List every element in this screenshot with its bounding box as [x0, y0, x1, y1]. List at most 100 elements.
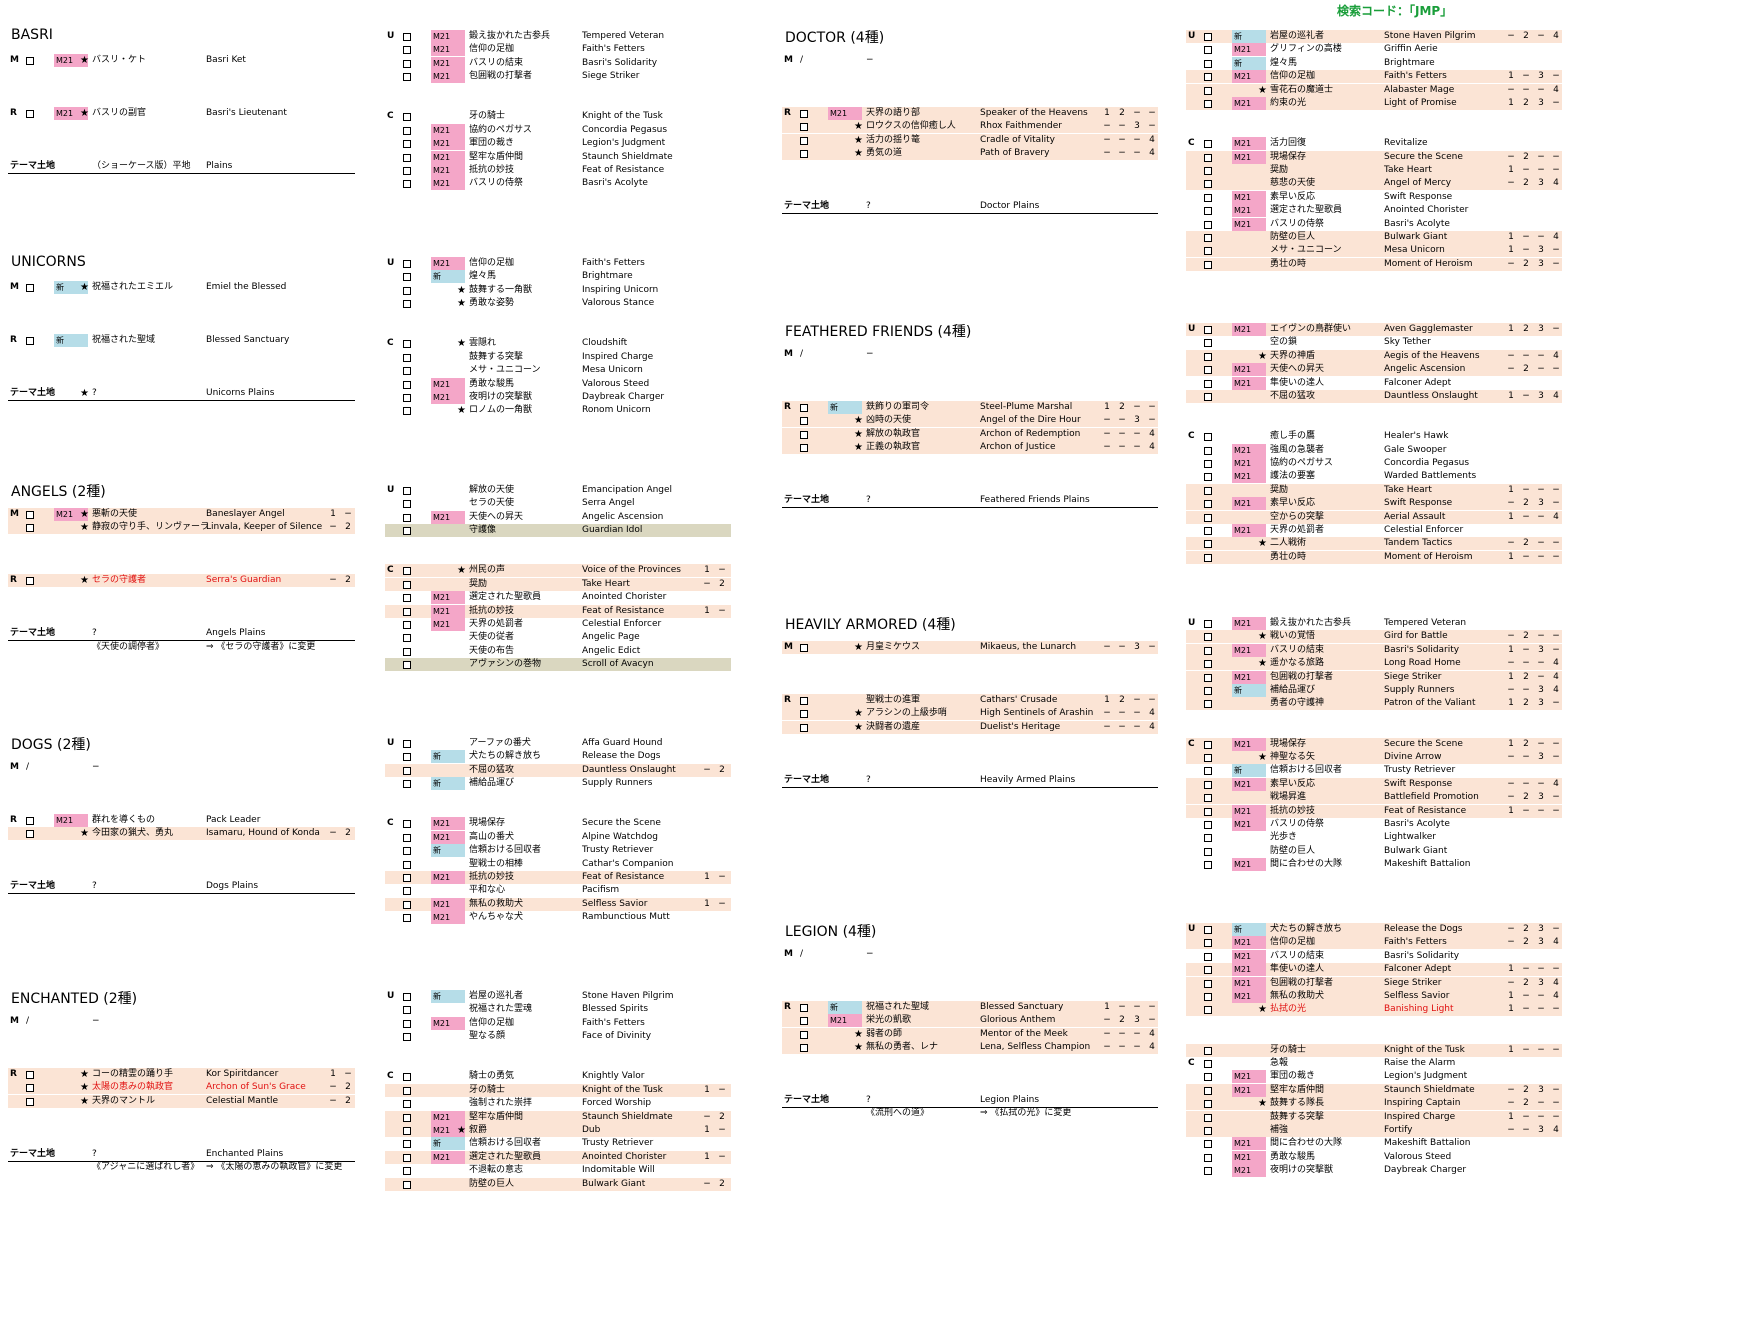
checkbox[interactable]	[1204, 700, 1212, 709]
checkbox[interactable]	[26, 109, 34, 118]
checkbox[interactable]	[403, 887, 411, 896]
checkbox[interactable]	[403, 820, 411, 829]
checkbox[interactable]	[1204, 433, 1212, 442]
checkbox[interactable]	[1204, 1140, 1212, 1149]
checkbox[interactable]	[403, 1019, 411, 1028]
checkbox[interactable]	[403, 59, 411, 68]
checkbox[interactable]	[403, 367, 411, 376]
checkbox[interactable]	[1204, 180, 1212, 189]
checkbox[interactable]	[1204, 687, 1212, 695]
checkbox[interactable]	[26, 524, 34, 533]
checkbox[interactable]	[26, 1070, 34, 1079]
checkbox[interactable]	[1204, 46, 1212, 55]
checkbox[interactable]	[800, 696, 808, 705]
checkbox[interactable]	[1204, 794, 1212, 803]
checkbox[interactable]	[1204, 754, 1212, 762]
checkbox[interactable]	[1204, 861, 1212, 870]
checkbox[interactable]	[403, 607, 411, 616]
checkbox[interactable]	[1204, 939, 1212, 948]
checkbox[interactable]	[403, 874, 411, 882]
checkbox[interactable]	[1204, 100, 1212, 108]
card-row[interactable]: M/−	[782, 948, 1158, 961]
checkbox[interactable]	[1204, 193, 1212, 202]
checkbox[interactable]	[403, 1113, 411, 1122]
checkbox[interactable]	[1204, 33, 1212, 41]
checkbox[interactable]	[1204, 966, 1212, 975]
checkbox[interactable]	[1204, 473, 1212, 482]
checkbox[interactable]	[800, 109, 808, 118]
checkbox[interactable]	[1204, 740, 1212, 749]
checkbox[interactable]	[403, 661, 411, 670]
checkbox[interactable]	[1204, 527, 1212, 535]
checkbox[interactable]	[1204, 1100, 1212, 1109]
checkbox[interactable]	[1204, 393, 1212, 401]
checkbox[interactable]	[800, 150, 808, 159]
checkbox[interactable]	[403, 740, 411, 748]
checkbox[interactable]	[403, 113, 411, 122]
checkbox[interactable]	[403, 513, 411, 522]
checkbox[interactable]	[1204, 1167, 1212, 1176]
checkbox[interactable]	[1204, 1153, 1212, 1162]
checkbox[interactable]	[26, 816, 34, 825]
card-row[interactable]: M/−	[8, 761, 355, 774]
checkbox[interactable]	[403, 766, 411, 775]
checkbox[interactable]	[1204, 633, 1212, 642]
checkbox[interactable]	[800, 123, 808, 132]
checkbox[interactable]	[1204, 247, 1212, 256]
checkbox[interactable]	[403, 46, 411, 55]
checkbox[interactable]	[1204, 646, 1212, 655]
checkbox[interactable]	[1204, 993, 1212, 1001]
checkbox[interactable]	[403, 993, 411, 1001]
checkbox[interactable]	[26, 830, 34, 839]
checkbox[interactable]	[26, 577, 34, 586]
checkbox[interactable]	[403, 286, 411, 295]
checkbox[interactable]	[403, 73, 411, 82]
